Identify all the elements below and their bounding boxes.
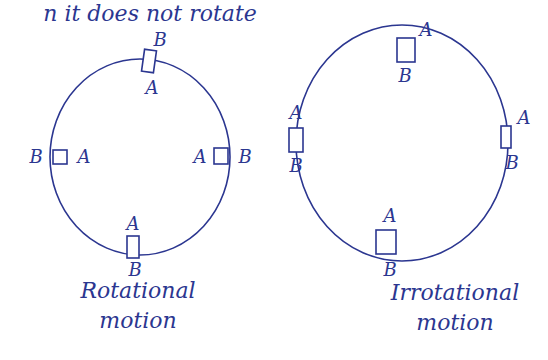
particle-box (397, 38, 415, 62)
point-label: A (194, 147, 207, 167)
particle-box (214, 148, 228, 164)
point-label: B (153, 30, 166, 50)
point-label: A (290, 103, 303, 123)
point-label: B (383, 260, 396, 280)
irrotation-circle (296, 25, 508, 261)
point-label: B (238, 147, 251, 167)
point-label: A (127, 214, 140, 234)
point-label: A (518, 108, 531, 128)
point-label: A (146, 78, 159, 98)
particle-box (289, 128, 303, 152)
point-label: B (29, 147, 42, 167)
point-label: B (128, 260, 141, 280)
point-label: B (289, 156, 302, 176)
rotation-circle (50, 59, 230, 255)
caption-text: Irrotational motion (365, 278, 545, 337)
top-note: n it does not rotate (43, 2, 257, 26)
point-label: B (398, 66, 411, 86)
point-label: A (78, 147, 91, 167)
point-label: A (384, 206, 397, 226)
particle-box (53, 150, 67, 164)
point-label: B (505, 153, 518, 173)
caption-text: Rotational motion (68, 276, 208, 335)
point-label: A (420, 20, 433, 40)
particle-box (501, 126, 511, 148)
particle-box (142, 49, 157, 72)
particle-box (376, 230, 396, 254)
particle-box (127, 236, 139, 258)
